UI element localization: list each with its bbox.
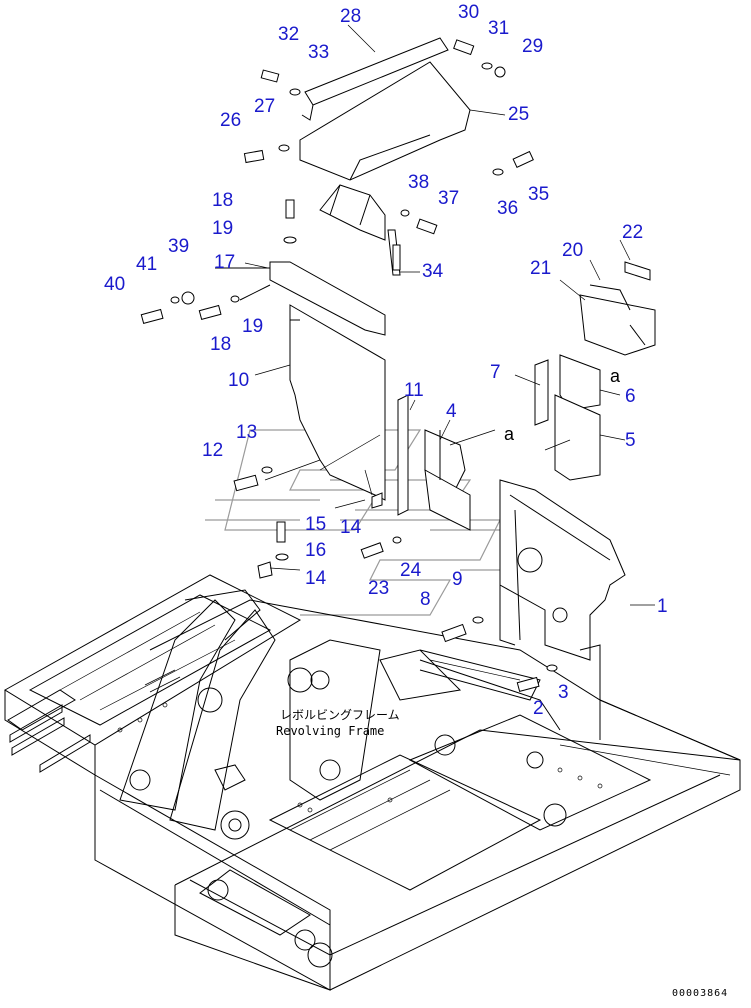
pads-assembly xyxy=(534,261,656,481)
callout-23: 23 xyxy=(368,578,389,599)
callout-31: 31 xyxy=(488,18,509,39)
callout-8: 8 xyxy=(420,589,431,610)
callout-14-upper: 14 xyxy=(340,517,362,538)
callout-13: 13 xyxy=(236,422,257,443)
callout-25: 25 xyxy=(508,104,529,125)
callout-36: 36 xyxy=(497,198,518,219)
callout-27: 27 xyxy=(254,96,275,117)
callout-41: 41 xyxy=(136,254,157,275)
callout-7: 7 xyxy=(490,362,501,383)
frame-label-jp: レボルビングフレーム xyxy=(280,708,400,722)
callout-4: 4 xyxy=(446,401,457,422)
callout-30: 30 xyxy=(458,2,479,23)
revolving-frame xyxy=(4,574,741,991)
document-number: 00003864 xyxy=(672,988,728,999)
callout-15: 15 xyxy=(305,514,326,535)
callout-21: 21 xyxy=(530,258,551,279)
callout-12: 12 xyxy=(202,440,223,461)
panel-10-assembly xyxy=(215,261,471,531)
frame-label-en: Revolving Frame xyxy=(276,724,384,738)
callout-1: 1 xyxy=(657,596,668,617)
callout-18-top: 18 xyxy=(212,190,233,211)
callout-19-top: 19 xyxy=(212,218,233,239)
callout-9: 9 xyxy=(452,569,463,590)
callout-28: 28 xyxy=(340,6,361,27)
callout-24: 24 xyxy=(400,560,422,581)
leader-lines xyxy=(244,24,655,606)
callout-14-lower: 14 xyxy=(305,568,327,589)
callout-39: 39 xyxy=(168,236,189,257)
callout-2: 2 xyxy=(533,698,544,719)
callout-3: 3 xyxy=(558,682,569,703)
callout-17: 17 xyxy=(214,252,235,273)
connection-mark-a-2: a xyxy=(504,424,515,444)
callout-20: 20 xyxy=(562,240,583,261)
top-cover-assembly xyxy=(299,37,471,276)
side-cover-1 xyxy=(499,479,626,740)
callout-37: 37 xyxy=(438,188,459,209)
callout-32: 32 xyxy=(278,24,299,45)
callouts: 28 30 32 31 33 29 25 26 27 35 36 38 37 1… xyxy=(104,2,668,719)
callout-29: 29 xyxy=(522,36,543,57)
callout-18-lower: 18 xyxy=(210,334,231,355)
callout-5: 5 xyxy=(625,430,636,451)
callout-38: 38 xyxy=(408,172,429,193)
callout-26: 26 xyxy=(220,110,241,131)
callout-40: 40 xyxy=(104,274,125,295)
fasteners xyxy=(140,39,558,693)
callout-34: 34 xyxy=(422,261,444,282)
callout-19-lower: 19 xyxy=(242,316,263,337)
callout-16: 16 xyxy=(305,540,326,561)
connection-mark-a-1: a xyxy=(610,366,621,386)
callout-33: 33 xyxy=(308,42,329,63)
callout-35: 35 xyxy=(528,184,549,205)
callout-10: 10 xyxy=(228,370,249,391)
callout-6: 6 xyxy=(625,386,636,407)
callout-11: 11 xyxy=(404,380,424,401)
callout-22: 22 xyxy=(622,222,643,243)
